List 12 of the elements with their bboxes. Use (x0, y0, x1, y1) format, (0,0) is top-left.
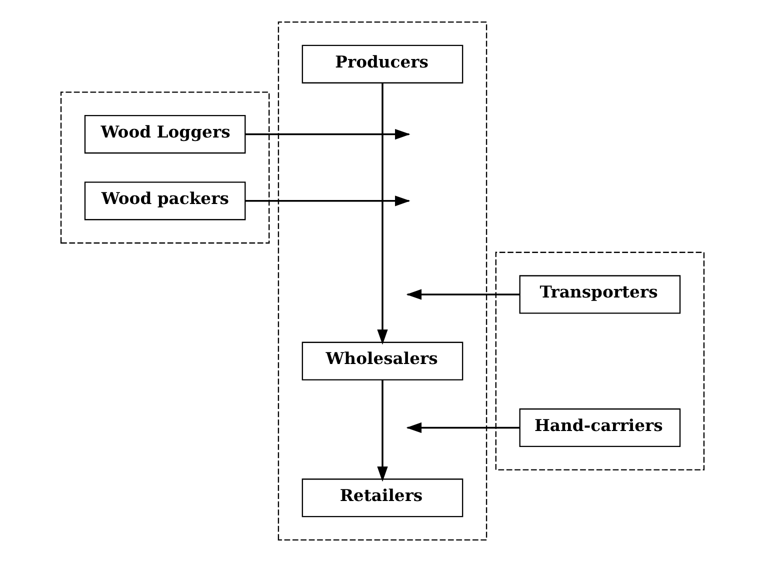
node-box: Retailers (302, 478, 464, 518)
cluster (60, 92, 270, 244)
cluster (278, 21, 488, 541)
arrow (377, 380, 388, 482)
node-box: Hand-carriers (519, 408, 681, 447)
node-box: Wood Loggers (84, 115, 246, 154)
arrow (377, 82, 388, 345)
node-box: Producers (302, 44, 464, 84)
node-box: Transporters (519, 275, 681, 314)
node-box: Wood packers (84, 182, 246, 220)
cluster (495, 252, 705, 470)
node-box: Wholesalers (302, 342, 464, 380)
